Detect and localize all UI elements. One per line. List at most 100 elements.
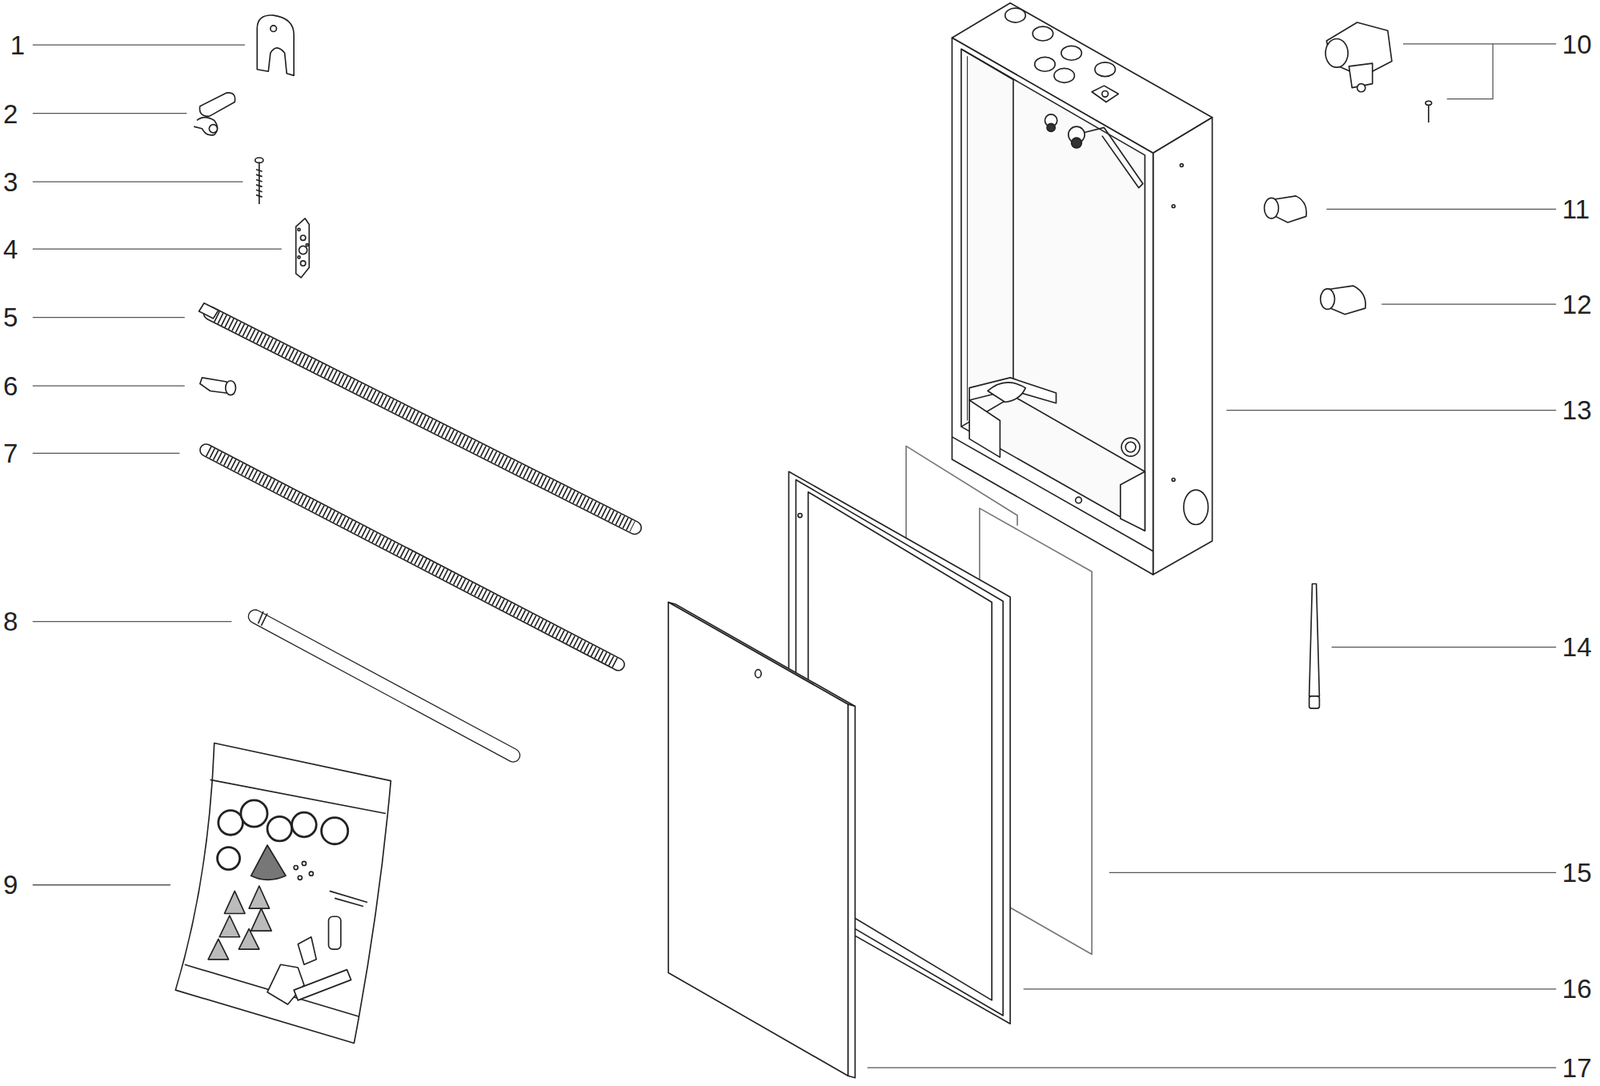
tube-shape xyxy=(260,613,268,626)
slotted-plate-shape xyxy=(270,25,277,33)
accessory-bag-shape xyxy=(328,916,341,950)
accessory-bag-shape-shape xyxy=(292,812,317,838)
leader-lines-shape xyxy=(32,453,181,454)
callout-number: 4 xyxy=(3,236,18,263)
tube-shape xyxy=(255,616,514,755)
accessory-bag-shape-shape xyxy=(248,886,269,909)
cabinet-housing-shape xyxy=(1125,441,1136,453)
leader-lines-shape xyxy=(1023,988,1556,990)
callout-number: 9 xyxy=(3,871,18,899)
corrugated-hose-shape xyxy=(210,313,635,529)
callout-number: 13 xyxy=(1562,396,1592,424)
accessory-bag-shape xyxy=(208,886,272,960)
cabinet-housing-shape xyxy=(961,48,1145,472)
tube xyxy=(255,611,514,756)
sleeve-shape xyxy=(225,380,237,396)
antenna-shape xyxy=(1309,696,1320,709)
corrugated-hose-shape xyxy=(206,449,619,665)
screw-shape xyxy=(255,157,264,163)
cabinet-housing-shape xyxy=(951,437,1153,552)
cabinet-housing-shape xyxy=(987,382,1026,403)
mounting-bracket-shape xyxy=(297,228,301,231)
cabinet-housing-shape xyxy=(1171,478,1175,482)
corrugated-hose-shape xyxy=(206,449,619,665)
accessory-bag-shape xyxy=(293,866,298,871)
leader-lines-shape xyxy=(32,384,185,386)
door-panel-shape xyxy=(754,669,762,678)
leader-lines-shape xyxy=(867,1066,1557,1068)
leader-lines-shape xyxy=(1381,303,1556,305)
clamp-shape xyxy=(193,117,217,136)
cabinet-housing-shape xyxy=(951,37,1153,575)
accessory-bag-shape-shape xyxy=(208,938,229,960)
door-frame-shape xyxy=(797,513,803,518)
slotted-plate xyxy=(256,15,294,76)
cabinet-housing-shape xyxy=(1171,204,1175,209)
leader-lines-shape xyxy=(1403,43,1556,45)
cabinet-housing-shape xyxy=(1091,85,1119,102)
cabinet-housing-shape xyxy=(1121,437,1140,457)
accessory-bag-shape xyxy=(329,890,368,907)
leader-lines-shape xyxy=(32,112,188,114)
leader-lines-shape xyxy=(32,621,233,622)
accessory-bag-shape xyxy=(184,779,386,1017)
corrugated-hose xyxy=(199,303,635,529)
mounting-bracket-shape xyxy=(300,235,305,241)
mounting-bracket-shape xyxy=(297,256,301,259)
accessory-bag-shape-shape xyxy=(238,929,259,951)
slotted-plate-shape xyxy=(256,15,294,76)
cabinet-housing xyxy=(951,3,1212,575)
callout-number: 17 xyxy=(1562,1054,1592,1081)
accessory-bag-shape-shape xyxy=(321,818,349,845)
elbow-connector-shape xyxy=(1357,84,1366,93)
elbow-connector-shape xyxy=(1425,100,1432,105)
cabinet-housing-shape xyxy=(969,377,1056,404)
callout-number: 6 xyxy=(3,372,18,399)
cabinet-housing-shape xyxy=(1083,127,1143,188)
sleeve xyxy=(200,377,237,396)
pipe-elbow xyxy=(1264,196,1308,223)
accessory-bag-shape xyxy=(301,861,306,866)
clamp xyxy=(193,92,235,136)
cabinet-housing-shape xyxy=(1061,45,1082,61)
leader-lines-shape xyxy=(32,884,171,886)
mounting-bracket-shape xyxy=(299,245,308,254)
elbow-connector xyxy=(1325,22,1432,123)
cabinet-housing-shape xyxy=(1034,56,1055,72)
pipe-elbow-shape xyxy=(1264,197,1280,219)
cabinet-housing-shape xyxy=(1054,68,1075,83)
callout-number: 11 xyxy=(1562,196,1590,223)
elbow-connector-shape xyxy=(1427,103,1430,123)
accessory-bag-shape xyxy=(217,800,349,871)
corrugated-hose xyxy=(206,449,619,665)
callout-number: 12 xyxy=(1562,290,1592,317)
callout-number: 1 xyxy=(10,32,25,59)
mounting-bracket-shape xyxy=(300,260,305,266)
accessory-bag-shape xyxy=(308,871,313,876)
cabinet-housing-shape xyxy=(1183,489,1209,525)
cabinet-housing-shape xyxy=(1102,91,1109,98)
callout-number: 3 xyxy=(3,168,18,195)
accessory-bag-shape xyxy=(297,937,317,965)
cabinet-housing-shape xyxy=(1094,62,1115,77)
antenna-shape xyxy=(1309,584,1320,697)
antenna xyxy=(1309,584,1320,710)
cabinet-housing-shape xyxy=(1046,123,1055,132)
leader-lines-shape xyxy=(1109,872,1556,874)
callout-number: 15 xyxy=(1562,859,1592,887)
corrugated-hose-shape xyxy=(199,303,219,319)
leader-lines-shape xyxy=(32,316,185,318)
screw xyxy=(255,157,264,205)
leader-lines-shape xyxy=(1447,44,1493,100)
cabinet-housing-shape xyxy=(966,56,968,421)
accessory-bag-shape-shape xyxy=(218,810,244,836)
pipe-elbow xyxy=(1320,285,1366,315)
accessory-bag-shape-shape xyxy=(240,800,268,827)
callout-number: 7 xyxy=(3,440,18,467)
cabinet-housing-shape xyxy=(1179,164,1183,168)
mounting-bracket-shape xyxy=(305,244,309,247)
callout-number: 2 xyxy=(3,100,18,127)
leader-lines-shape xyxy=(32,44,245,45)
callout-number: 14 xyxy=(1562,633,1592,661)
leader-lines-shape xyxy=(1331,646,1556,648)
